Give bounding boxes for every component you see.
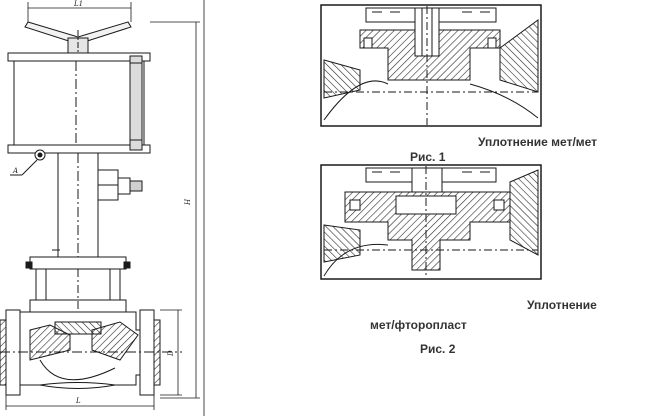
handwheel [24, 21, 132, 58]
dim-l1-label: L1 [73, 0, 83, 8]
detail-fig1 [320, 4, 542, 127]
callout-a-label: A [12, 167, 18, 175]
callout-bolt [10, 149, 46, 176]
dim-d-label: D [167, 350, 175, 357]
caption-fig2: Рис. 2 [420, 342, 456, 356]
detail-fig2 [320, 164, 542, 280]
caption-seal-metal: Уплотнение мет/мет [478, 135, 598, 149]
dimension-labels: L1 H D L A [12, 0, 192, 405]
caption-fig1: Рис. 1 [410, 150, 446, 164]
dim-h-label: H [184, 198, 192, 206]
bonnet-yoke [25, 256, 131, 313]
dim-l-label: L [75, 397, 81, 405]
valve-assembly [0, 21, 182, 396]
valve-body [19, 311, 153, 389]
actuator-housing [7, 52, 151, 154]
caption-seal-ptfe-line2: мет/фторопласт [370, 318, 467, 332]
dimension-lines [5, 0, 205, 416]
caption-seal-ptfe-line1: Уплотнение [527, 298, 597, 312]
stem-column [52, 152, 143, 258]
